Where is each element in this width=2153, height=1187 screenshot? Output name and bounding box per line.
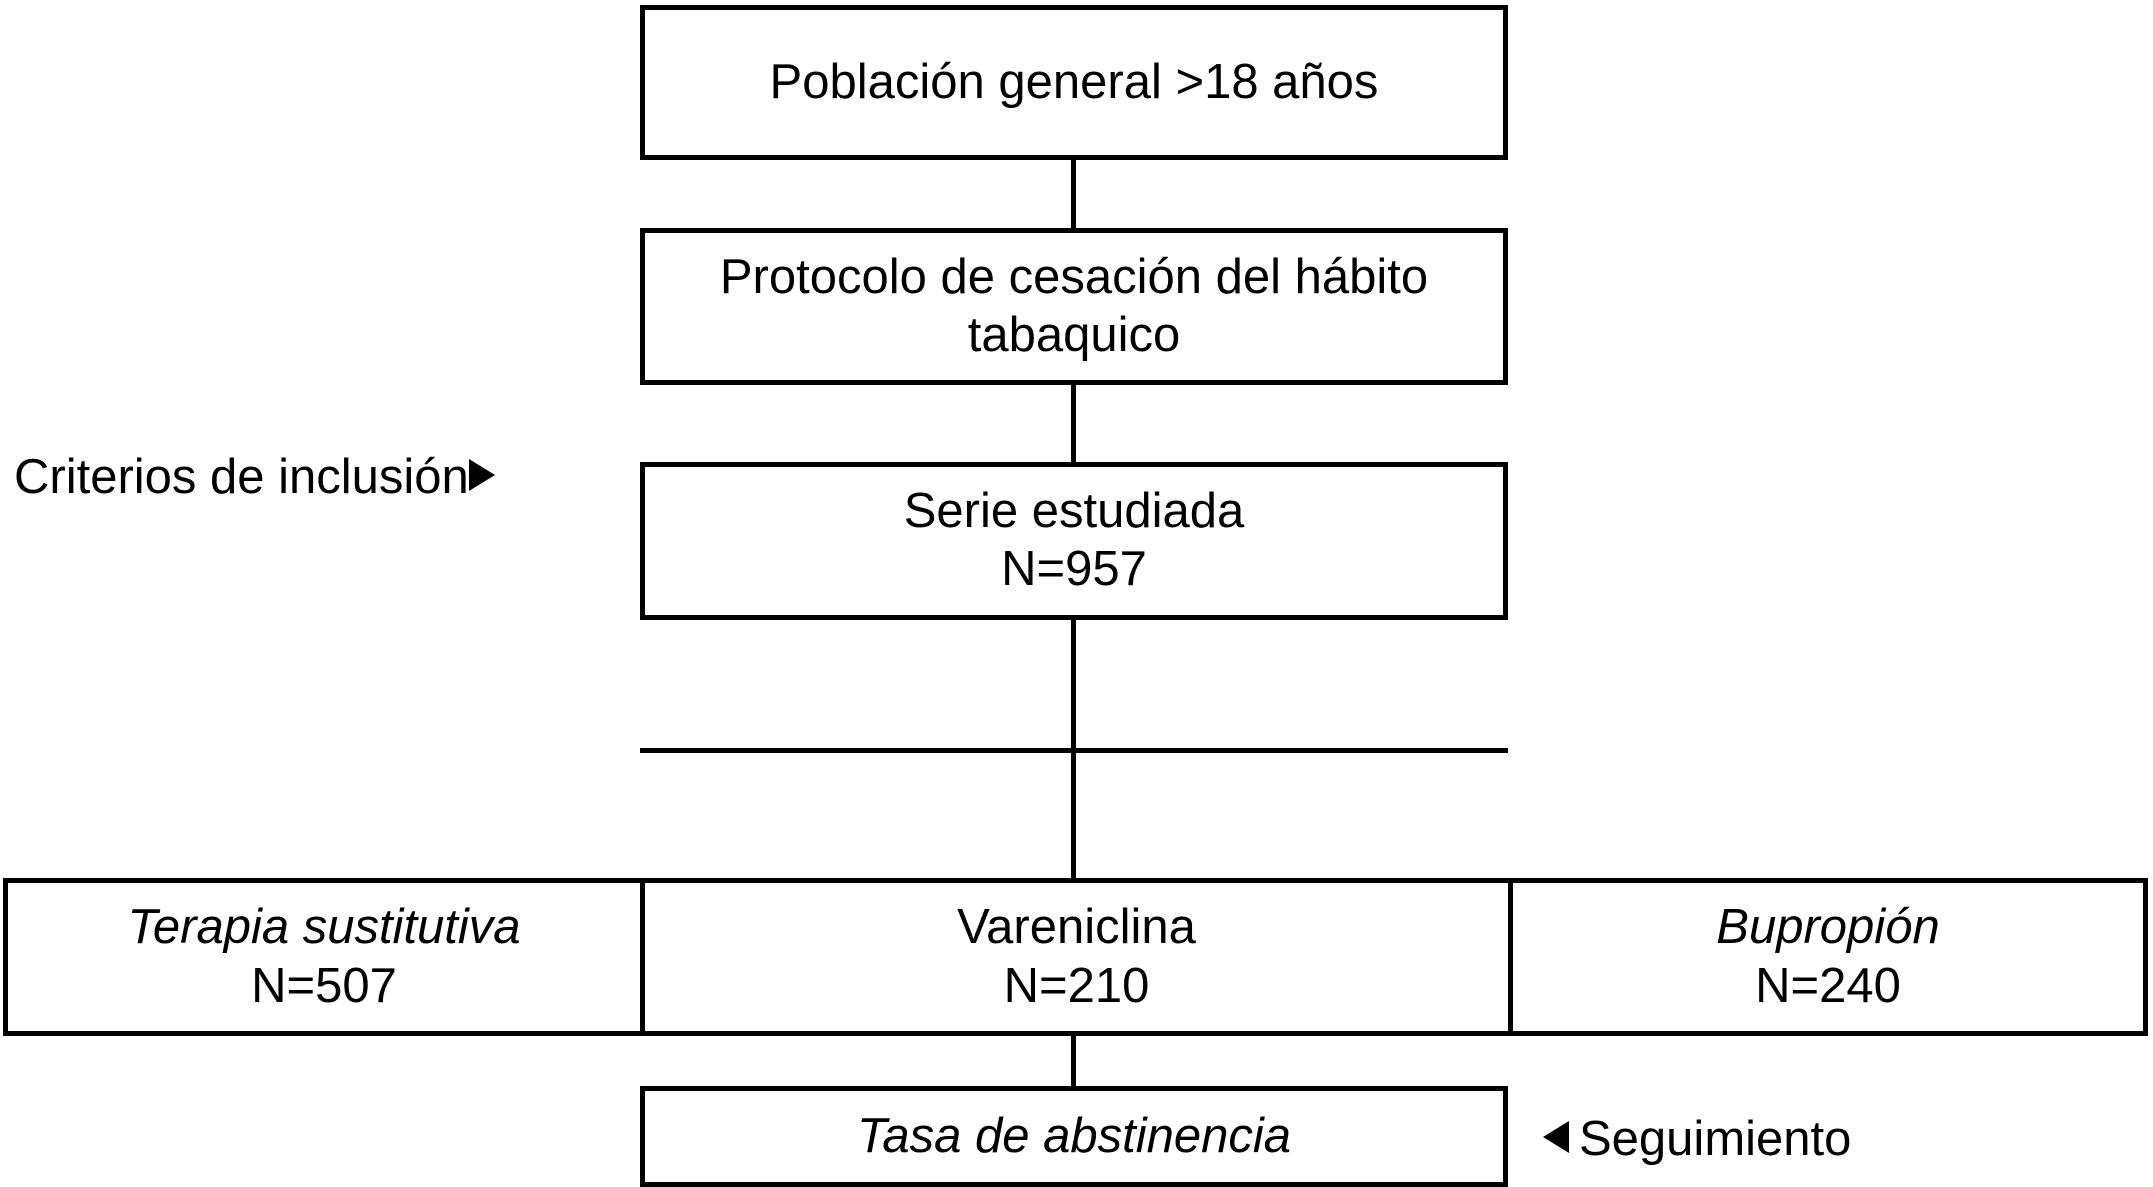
node-serie-line2: N=957 xyxy=(1001,542,1147,596)
node-tasa-abstinencia-label: Tasa de abstinencia xyxy=(856,1108,1292,1163)
arm-vareniclina: Vareniclina N=210 xyxy=(640,883,1513,1031)
arm-bupropion-name: Bupropión xyxy=(1716,900,1940,955)
arm-bupropion-count: N=240 xyxy=(1755,959,1901,1013)
arm-vareniclina-count: N=210 xyxy=(1003,959,1150,1013)
connector-protocol-to-series xyxy=(1071,385,1076,462)
arm-terapia-sustitutiva-name: Terapia sustitutiva xyxy=(127,900,521,955)
triangle-right-icon xyxy=(468,458,495,491)
annotation-seguimiento: Seguimiento (6 y 12 meses) xyxy=(1543,1053,1867,1187)
node-protocolo-cesacion: Protocolo de cesación del hábito tabaqui… xyxy=(640,228,1508,385)
node-poblacion-general-label: Población general >18 años xyxy=(769,54,1379,109)
node-protocolo-line2: tabaquico xyxy=(967,307,1181,362)
connector-series-to-split xyxy=(1071,620,1076,750)
arm-vareniclina-name: Vareniclina xyxy=(957,900,1196,955)
triangle-left-icon xyxy=(1543,1120,1569,1153)
connector-split-to-arms xyxy=(1071,748,1076,878)
treatment-arms-row: Terapia sustitutiva N=507 Vareniclina N=… xyxy=(3,878,2148,1036)
annotation-seguimiento-line1: Seguimiento xyxy=(1579,1111,1852,1166)
connector-population-to-protocol xyxy=(1071,160,1076,228)
annotation-criterios-inclusion: Criterios de inclusión xyxy=(14,391,495,507)
node-poblacion-general: Población general >18 años xyxy=(640,5,1508,160)
arm-terapia-sustitutiva: Terapia sustitutiva N=507 xyxy=(3,883,645,1031)
node-serie-line1: Serie estudiada xyxy=(903,484,1245,539)
annotation-seguimiento-row1: Seguimiento xyxy=(1543,1111,1867,1169)
annotation-criterios-inclusion-text: Criterios de inclusión xyxy=(14,449,469,504)
connector-arms-to-outcome xyxy=(1071,1036,1076,1088)
node-protocolo-line1: Protocolo de cesación del hábito xyxy=(719,249,1429,304)
arm-terapia-sustitutiva-count: N=507 xyxy=(251,959,397,1013)
node-tasa-abstinencia: Tasa de abstinencia xyxy=(640,1086,1508,1187)
arm-bupropion: Bupropión N=240 xyxy=(1508,883,2148,1031)
node-serie-estudiada: Serie estudiada N=957 xyxy=(640,462,1508,620)
